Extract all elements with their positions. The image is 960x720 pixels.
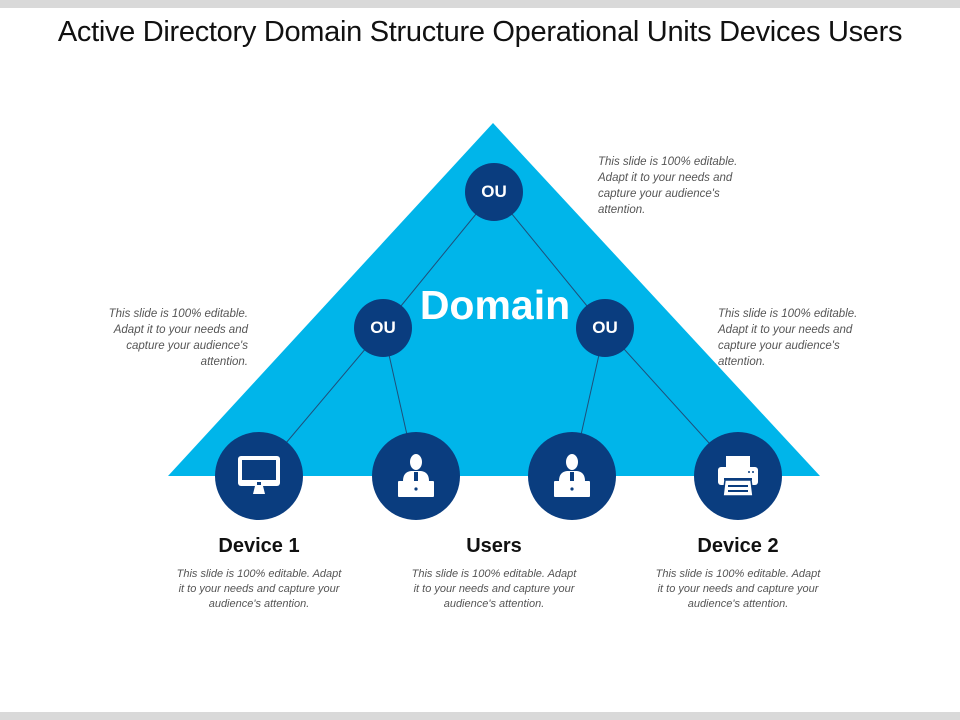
- user-laptop-icon: [398, 454, 434, 497]
- printer-icon: [718, 456, 758, 497]
- user-laptop-icon: [554, 454, 590, 497]
- monitor-icon: [238, 456, 280, 494]
- note-right: This slide is 100% editable. Adapt it to…: [718, 308, 858, 368]
- note-left: This slide is 100% editable. Adapt it to…: [108, 308, 248, 368]
- users-node-right: [528, 432, 616, 520]
- text-device-1: This slide is 100% editable. Adapt it to…: [176, 568, 342, 610]
- users-node-left: [372, 432, 460, 520]
- text-device-2: This slide is 100% editable. Adapt it to…: [655, 568, 821, 610]
- domain-label: Domain: [419, 282, 571, 328]
- note-top-right: This slide is 100% editable. Adapt it to…: [598, 156, 738, 216]
- text-users: This slide is 100% editable. Adapt it to…: [411, 568, 577, 610]
- slide-title: Active Directory Domain Structure Operat…: [57, 16, 903, 48]
- heading-users: Users: [466, 535, 522, 557]
- top-border: [0, 0, 960, 8]
- domain-triangle: [168, 123, 820, 476]
- device-1-node: [215, 432, 303, 520]
- heading-device-1: Device 1: [218, 535, 300, 557]
- device-2-node: [694, 432, 782, 520]
- heading-device-2: Device 2: [697, 535, 779, 557]
- bottom-border: [0, 712, 960, 720]
- ou-node-right: OU: [576, 299, 634, 357]
- ou-node-top: OU: [465, 163, 523, 221]
- ou-node-left: OU: [354, 299, 412, 357]
